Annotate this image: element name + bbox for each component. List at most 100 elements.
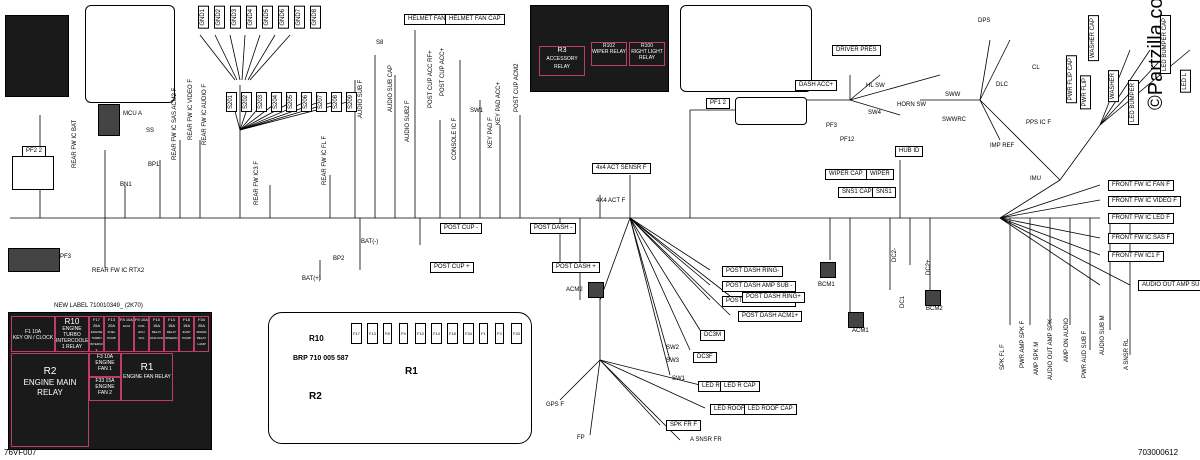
pf1-connector [735,97,807,125]
rear-fw-ic-video-label: REAR FW IC VIDEO F [188,78,194,140]
fuse-box-r1: R1 [405,366,418,377]
r102-title: R102 [603,43,615,49]
top-left-relay-panel [5,15,69,97]
rear-fw-ic-bat-label: REAR FW IC BAT [72,119,78,168]
pf3-label: PF3 [60,254,72,260]
lower-fuse-function: SPARE RELAY LAMP [196,330,207,346]
r2-sub: ENGINE MAIN RELAY [23,378,77,397]
sw3-label: SW3 [666,358,680,364]
dlc-label: DLC [996,82,1009,88]
key-on-clock: KEY ON / CLOCK [12,335,54,341]
audio-sub2-label: AUDIO SUB2 F [405,100,411,142]
audio-sub-label: AUDIO SUB F [358,79,364,118]
a-snsr-fr-label: A SNSR FR [690,437,722,443]
spk-fr-label: SPK FR F [666,420,702,431]
fuse-box-fuse: F1 [479,323,488,344]
lower-fuse-rating: F17 25A [92,317,101,328]
driver-pres-label: DRIVER PRES [832,45,881,56]
post-cup-plus-label: POST CUP + [430,262,474,273]
top-connector: GND4 [246,6,257,29]
lower-fuse-rating: F34 25A [197,317,206,328]
fuse-box-r2: R2 [309,391,322,402]
dc1-label: DC1 [900,295,906,308]
post-cup-acc-label: POST CUP ACC+ [440,48,446,96]
lower-fuse-function: RELAY SPEEDO [165,330,178,340]
post-dash-acm1-label: POST DASH ACM1+ [738,311,803,322]
pwr-flip-cap-label: PWR FLIP CAP [1066,55,1077,104]
hl-sw-label: HL SW [866,83,885,89]
top-connector: GND3 [230,6,241,29]
r10-title: R10 [64,317,80,326]
top-connector: GND1 [198,6,209,29]
led-roof-cap-label: LED ROOF CAP [744,404,797,415]
pf3b-label: PF3 [826,123,838,129]
lower-fuse-rating: F10 15A [152,317,161,328]
bp2-label: BP2 [333,256,345,262]
pwr-aud-sub-label: PWR AUD SUB F [1082,330,1088,378]
splice-connector: S202 [241,92,252,113]
upper-fuse-box [680,5,812,92]
lower-fuse-function: ENGINE TURBO INTERCOOLER 2 [90,330,104,352]
audio-out-amp-sub-label: AUDIO OUT AMP SUB [1138,280,1200,291]
lower-fuse-function: EVAP PUMP [182,330,191,340]
dc3m-label: DC3M [700,330,726,341]
a-snsr-rl-label: A SNSR RL [1124,338,1130,370]
lower-fuse-function: RELAY ON/LOCK [150,330,164,340]
bcm2-connector [925,290,941,306]
pf3-connector [8,248,60,272]
washer-label: WASHER [1108,70,1119,103]
acm2-label: ACM2 [566,287,583,293]
sw2-label: SW2 [666,345,680,351]
imu-label: IMU [1030,176,1041,182]
splice-connector: S208 [331,92,342,113]
swwrc-label: SWWRC [942,117,966,123]
lower-fuse-cell: F13 20A FUEL PUMP [104,316,119,352]
lower-fuse-function: ECM [123,324,130,328]
bat-minus-label: BAT(-) [361,239,379,245]
top-connector: GND8 [310,6,321,29]
splice-connector: S205 [286,92,297,113]
led-l-label: LED L [1180,70,1191,93]
fuse-box-fuse: F34 [463,323,474,344]
pwr-amp-spk-label: PWR AMP SPK F [1020,320,1026,368]
fig-id-right: 703000612 [1138,448,1179,457]
lower-fuse-cell: F17 25A ENGINE TURBO INTERCOOLER 2 [89,316,104,352]
fuse-box-r10: R10 [309,334,324,343]
splice-connector: S207 [316,92,327,113]
helmet-fan-label: HELMET FAN [404,14,450,25]
fig-id-left: 76VF007 [4,448,37,457]
brp-part-label: BRP 710 005 587 [293,355,349,362]
fuse-box-fuse: F14 [431,323,442,344]
key-pad-acc-label: KEY PAD ACC+ [496,82,502,125]
s8-label: S8 [376,40,384,46]
post-cup-acc-rf-label: POST CUP ACC RF+ [428,50,434,108]
lower-fuse-function: FUEL PUMP [107,330,116,340]
amp-spk-m-label: AMP SPK M [1034,341,1040,375]
lower-fuse-rating: F13 20A [107,317,116,328]
amp-on-audio-label: AMP ON AUDIO [1064,318,1070,362]
front-fw-ic-video-label: FRONT FW IC VIDEO F [1108,196,1181,207]
rear-fw-ic-audio-label: REAR FW IC AUDIO F [202,83,208,145]
front-fw-ic-sas-label: FRONT FW IC SAS F [1108,233,1175,244]
fuse-box-fuse: F8 [383,323,392,344]
splice-connector: S203 [256,92,267,113]
lower-fuse-cell: F10 15A RELAY ON/LOCK [149,316,164,352]
key-pad-label: KEY PAD F [488,117,494,148]
fuse-box-fuse: F13 [367,323,378,344]
f3-fuse: F3 10A [96,354,114,360]
top-left-fuse-box [85,5,175,103]
r3-title: R3 [557,47,567,54]
fuse-box-fuse: F17 [351,323,362,344]
bn1-label: BN1 [120,182,132,188]
f1-fuse: F1 10A [24,329,42,335]
r1-title: R1 [140,362,154,373]
rear-fw-ic-rtx2-label: REAR FW IC RTX2 [92,268,145,274]
led-roof-label: LED ROOF [710,404,749,415]
led-bumper-cap-label: LED BUMPER CAP [1160,15,1171,75]
audio-sub-cap-label: AUDIO SUB CAP [388,64,394,112]
audio-out-amp-spk-label: AUDIO OUT AMP SPK [1048,318,1054,380]
post-dash-amp-sub-minus-label: POST DASH AMP SUB - [722,281,797,292]
fuse-box-fuse: F3 [495,323,504,344]
pf2-connector [12,156,54,190]
